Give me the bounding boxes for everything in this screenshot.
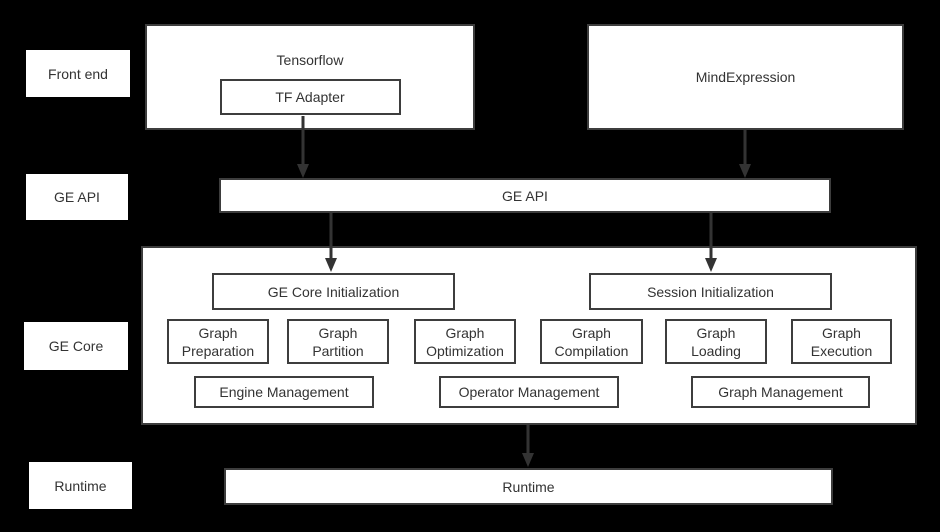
layer-label-runtime: Runtime — [29, 462, 132, 509]
runtime-label: Runtime — [502, 478, 555, 495]
ge-core-initialization-label: GE Core Initialization — [267, 283, 400, 300]
layer-label-ge-core: GE Core — [24, 322, 128, 370]
layer-label-ge-api: GE API — [26, 174, 128, 220]
tf-adapter-label: TF Adapter — [275, 89, 345, 105]
ge-core-initialization-box: GE Core Initialization — [212, 273, 455, 310]
ge-api-bar: GE API — [219, 178, 831, 213]
arrow-mind-expression-to-ge-api — [739, 130, 751, 178]
tf-adapter-box: TF Adapter — [219, 79, 401, 115]
ge-api-label: GE API — [502, 187, 548, 204]
graph-management-box: Graph Management — [691, 376, 870, 408]
session-initialization-label: Session Initialization — [647, 283, 774, 300]
session-initialization-box: Session Initialization — [589, 273, 832, 310]
runtime-bar: Runtime — [224, 468, 833, 505]
operator-management-box: Operator Management — [439, 376, 619, 408]
mind-expression-label: MindExpression — [695, 69, 796, 85]
engine-management-box: Engine Management — [194, 376, 374, 408]
tensorflow-label: Tensorflow — [276, 52, 344, 68]
layer-label-front-end: Front end — [26, 50, 130, 97]
arrow-ge-core-to-runtime — [522, 425, 534, 467]
mind-expression-box: MindExpression — [587, 24, 904, 130]
tensorflow-box: Tensorflow TF Adapter — [145, 24, 475, 130]
